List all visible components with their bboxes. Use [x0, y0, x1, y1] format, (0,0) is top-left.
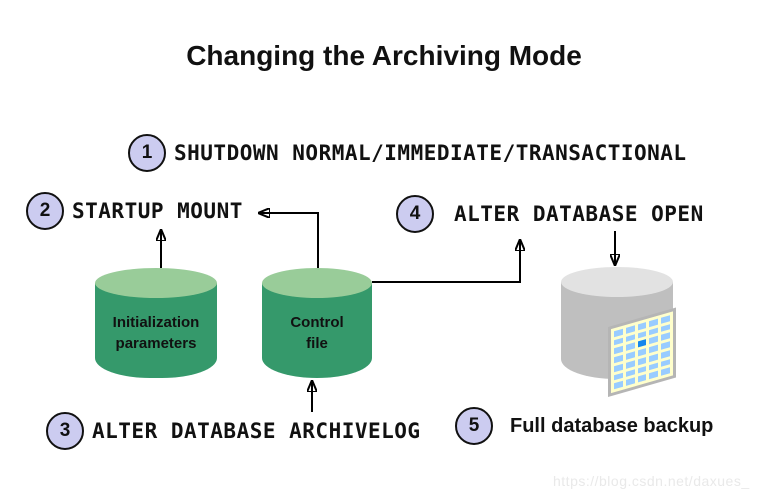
backup-sheet-cell	[637, 330, 647, 339]
backup-sheet-cell	[614, 363, 623, 372]
step-1-command: SHUTDOWN NORMAL/IMMEDIATE/TRANSACTIONAL	[174, 141, 687, 165]
backup-sheet-cell	[625, 334, 635, 343]
backup-sheet-cell	[625, 351, 635, 360]
backup-sheet-cell	[637, 356, 647, 366]
step-3-badge: 3	[46, 412, 84, 450]
backup-sheet-cell	[625, 342, 635, 352]
page-title: Changing the Archiving Mode	[186, 40, 582, 71]
backup-sheet-cell	[614, 328, 623, 337]
backup-sheet-cell	[661, 358, 670, 368]
step-3-command: ALTER DATABASE ARCHIVELOG	[92, 419, 421, 443]
backup-sheet-cell	[637, 348, 647, 357]
backup-sheet-cell	[637, 321, 647, 331]
backup-sheet-cell	[661, 315, 670, 324]
backup-sheet-cell	[661, 367, 670, 376]
cylinder-top	[262, 268, 372, 298]
backup-sheet-cell	[637, 365, 647, 374]
backup-sheet-cell	[649, 353, 659, 362]
step-3: 3 ALTER DATABASE ARCHIVELOG	[46, 412, 421, 450]
step-5-badge: 5	[455, 407, 493, 445]
backup-sheet-cell	[661, 323, 670, 333]
backup-sheet-cell	[661, 341, 670, 350]
backup-sheet-cell	[649, 336, 659, 345]
backup-sheet-cell	[649, 362, 659, 371]
backup-sheet-cell	[649, 318, 659, 327]
initialization-parameters-label: Initialization parameters	[112, 314, 200, 352]
backup-sheet-cell	[649, 344, 659, 353]
backup-sheet-inner	[611, 311, 673, 394]
backup-sheet-cell	[614, 337, 623, 346]
step-2-command: STARTUP MOUNT	[72, 199, 243, 223]
arrow-control-file-to-alter-database-open	[372, 240, 520, 283]
backup-sheet-cell	[661, 332, 670, 341]
cylinder-top	[561, 267, 673, 297]
cylinder-body	[95, 283, 217, 378]
step-4-badge: 4	[396, 195, 434, 233]
backup-sheet-cell	[637, 339, 647, 348]
backup-sheet-cell	[649, 327, 659, 336]
step-5: 5 Full database backup	[455, 407, 713, 445]
watermark-url: https://blog.csdn.net/daxues_	[553, 473, 750, 489]
backup-sheet-cell	[625, 325, 635, 334]
step-2-badge: 2	[26, 192, 64, 230]
cylinder-top	[95, 268, 217, 298]
step-1: 1 SHUTDOWN NORMAL/IMMEDIATE/TRANSACTIONA…	[128, 134, 687, 172]
cylinder-body	[262, 283, 372, 378]
step-2: 2 STARTUP MOUNT	[26, 192, 243, 230]
backup-sheet-cell	[637, 374, 647, 383]
backup-sheet-cell	[661, 350, 670, 359]
step-1-badge: 1	[128, 134, 166, 172]
backup-sheet-cell	[625, 377, 635, 386]
backup-sheet-cell	[614, 354, 623, 364]
backup-sheet-cell	[625, 368, 635, 378]
arrow-control-file-to-startup-mount	[259, 213, 319, 268]
backup-sheet-cell	[614, 346, 623, 355]
step-5-command: Full database backup	[510, 414, 714, 437]
backup-sheet-cell	[625, 360, 635, 369]
step-4-command: ALTER DATABASE OPEN	[454, 202, 704, 226]
backup-sheet-cell	[649, 370, 659, 380]
step-4: 4 ALTER DATABASE OPEN	[396, 195, 704, 233]
backup-sheet-grid	[614, 315, 670, 390]
backup-sheet-cell	[614, 372, 623, 381]
initialization-parameters-cylinder: Initialization parameters	[95, 268, 217, 378]
backup-sheet-cell	[614, 381, 623, 390]
control-file-label: Control file	[290, 314, 344, 352]
control-file-cylinder: Control file	[262, 268, 372, 378]
